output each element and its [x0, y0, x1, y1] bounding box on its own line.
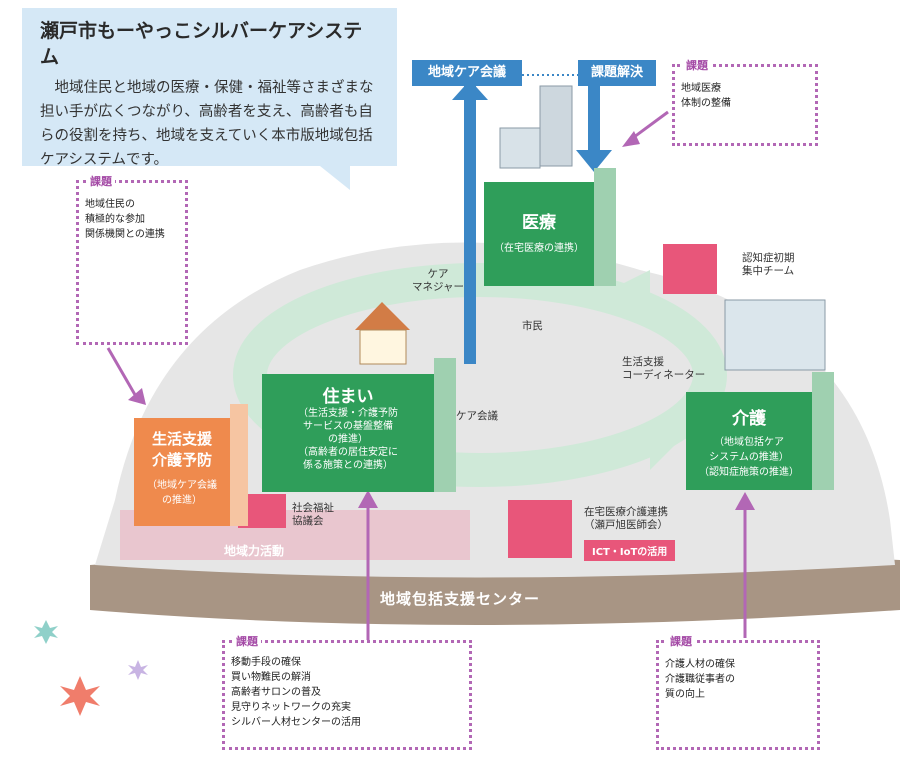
issue-item: 地域医療: [681, 83, 721, 94]
issue-item: 積極的な参加: [85, 214, 145, 225]
block-housing-sub: サービスの基盤整備: [303, 421, 393, 432]
block-housing-sub: （高齢者の居住安定に: [298, 447, 398, 458]
block-living-title: 生活支援: [151, 430, 212, 448]
block-living-sub: （地域ケア会議: [147, 480, 217, 491]
label-care-manager: ケア マネジャー: [412, 268, 464, 293]
community-activity-label: 地域力活動: [224, 544, 285, 558]
meeting-arrow-head: [452, 80, 488, 100]
issue-item: 介護職従事者の: [665, 674, 735, 685]
flower-decoration-teal: [34, 620, 58, 644]
center-label: 地域包括支援センター: [380, 590, 541, 608]
meeting-label: 地域ケア会議: [412, 60, 522, 86]
ict-badge: ICT・IoTの活用: [584, 540, 676, 561]
block-medical: 医療 （在宅医療の連携）: [484, 182, 594, 286]
issue-tag: 課題: [233, 634, 261, 649]
block-care-side: [812, 372, 834, 490]
issue-item: 関係機関との連携: [85, 229, 165, 240]
label-home-medical: 在宅医療介護連携 （瀬戸旭医師会）: [584, 506, 668, 531]
intro-body: 地域住民と地域の医療・保健・福祉等さまざまな担い手が広くつながり、高齢者を支え、…: [40, 80, 374, 168]
issue-item: 地域住民の: [85, 199, 135, 210]
solution-label: 課題解決: [578, 60, 656, 86]
intro-title: 瀬戸市もーやっこシルバーケアシステム: [40, 20, 363, 68]
issue-box-living: 課題 移動手段の確保 買い物難民の解消 高齢者サロンの普及 見守りネットワークの…: [222, 634, 472, 750]
intro-box: 瀬戸市もーやっこシルバーケアシステム 地域住民と地域の医療・保健・福祉等さまざま…: [22, 8, 397, 168]
pink-cube-medical: [508, 500, 572, 558]
green-ring: [233, 263, 727, 487]
issue-item: 移動手段の確保: [231, 657, 301, 668]
issue-item: 体制の整備: [681, 98, 731, 109]
block-housing: 住まい （生活支援・介護予防 サービスの基盤整備 の推進） （高齢者の居住安定に…: [262, 374, 434, 492]
label-dementia-team: 認知症初期 集中チーム: [742, 252, 795, 277]
block-medical-side: [594, 168, 616, 286]
issue-box-care: 課題 介護人材の確保 介護職従事者の 質の向上: [656, 634, 820, 750]
issue-tag: 課題: [683, 58, 711, 73]
block-living-title: 介護予防: [151, 451, 212, 469]
arrow-topright-kadai: [629, 110, 669, 142]
block-care: 介護 （地域包括ケア システムの推進） （認知症施策の推進）: [686, 392, 812, 490]
block-care-title: 介護: [732, 409, 766, 429]
label-life-coordinator: 生活支援 コーディネーター: [622, 356, 706, 381]
issue-item: 質の向上: [665, 689, 705, 700]
flower-decoration-pink: [60, 676, 100, 716]
block-care-sub: システムの推進）: [709, 452, 789, 463]
care-facility-illustration: [724, 299, 826, 371]
block-housing-sub: の推進）: [328, 434, 368, 445]
block-housing-sub: 係る施策との連携）: [303, 460, 393, 471]
block-living-sub: の推進）: [162, 495, 202, 506]
issue-item: 介護人材の確保: [665, 659, 735, 670]
house-illustration: [355, 302, 410, 330]
hospital-illustration: [539, 85, 573, 167]
block-living-support: 生活支援 介護予防 （地域ケア会議 の推進）: [134, 418, 230, 526]
block-housing-sub: （生活支援・介護予防: [298, 408, 398, 419]
label-citizen: 市民: [522, 320, 543, 332]
issue-item: シルバー人材センターの活用: [231, 717, 361, 728]
issue-box-community: 課題 地域住民の 積極的な参加 関係機関との連携: [76, 174, 188, 345]
issue-item: 見守りネットワークの充実: [231, 702, 351, 713]
label-care-meeting: ケア会議: [456, 410, 498, 422]
block-care-sub: （認知症施策の推進）: [699, 467, 799, 478]
solution-arrow-head: [576, 150, 612, 172]
issue-tag: 課題: [87, 174, 115, 189]
issue-item: 買い物難民の解消: [231, 672, 311, 683]
pink-cube-dementia: [663, 244, 717, 294]
block-care-sub: （地域包括ケア: [714, 437, 784, 448]
intro-tail: [320, 166, 350, 190]
label-social-welfare: 社会福祉 協議会: [292, 502, 334, 527]
block-medical-title: 医療: [522, 213, 556, 233]
block-housing-title: 住まい: [322, 387, 374, 407]
issue-box-medical: 課題 地域医療 体制の整備: [672, 58, 818, 146]
green-arrow-head-right: [610, 270, 650, 310]
flower-decoration-lavender: [128, 660, 148, 680]
block-housing-side: [434, 358, 456, 492]
block-living-side: [230, 404, 248, 526]
meeting-arrow-shaft: [464, 82, 476, 364]
solution-arrow-shaft: [588, 82, 600, 162]
green-arrow-head-left: [650, 430, 690, 470]
issue-item: 高齢者サロンの普及: [231, 687, 321, 698]
issue-tag: 課題: [667, 634, 695, 649]
block-medical-sub: （在宅医療の連携）: [494, 243, 584, 254]
arrow-left-kadai: [106, 347, 140, 401]
